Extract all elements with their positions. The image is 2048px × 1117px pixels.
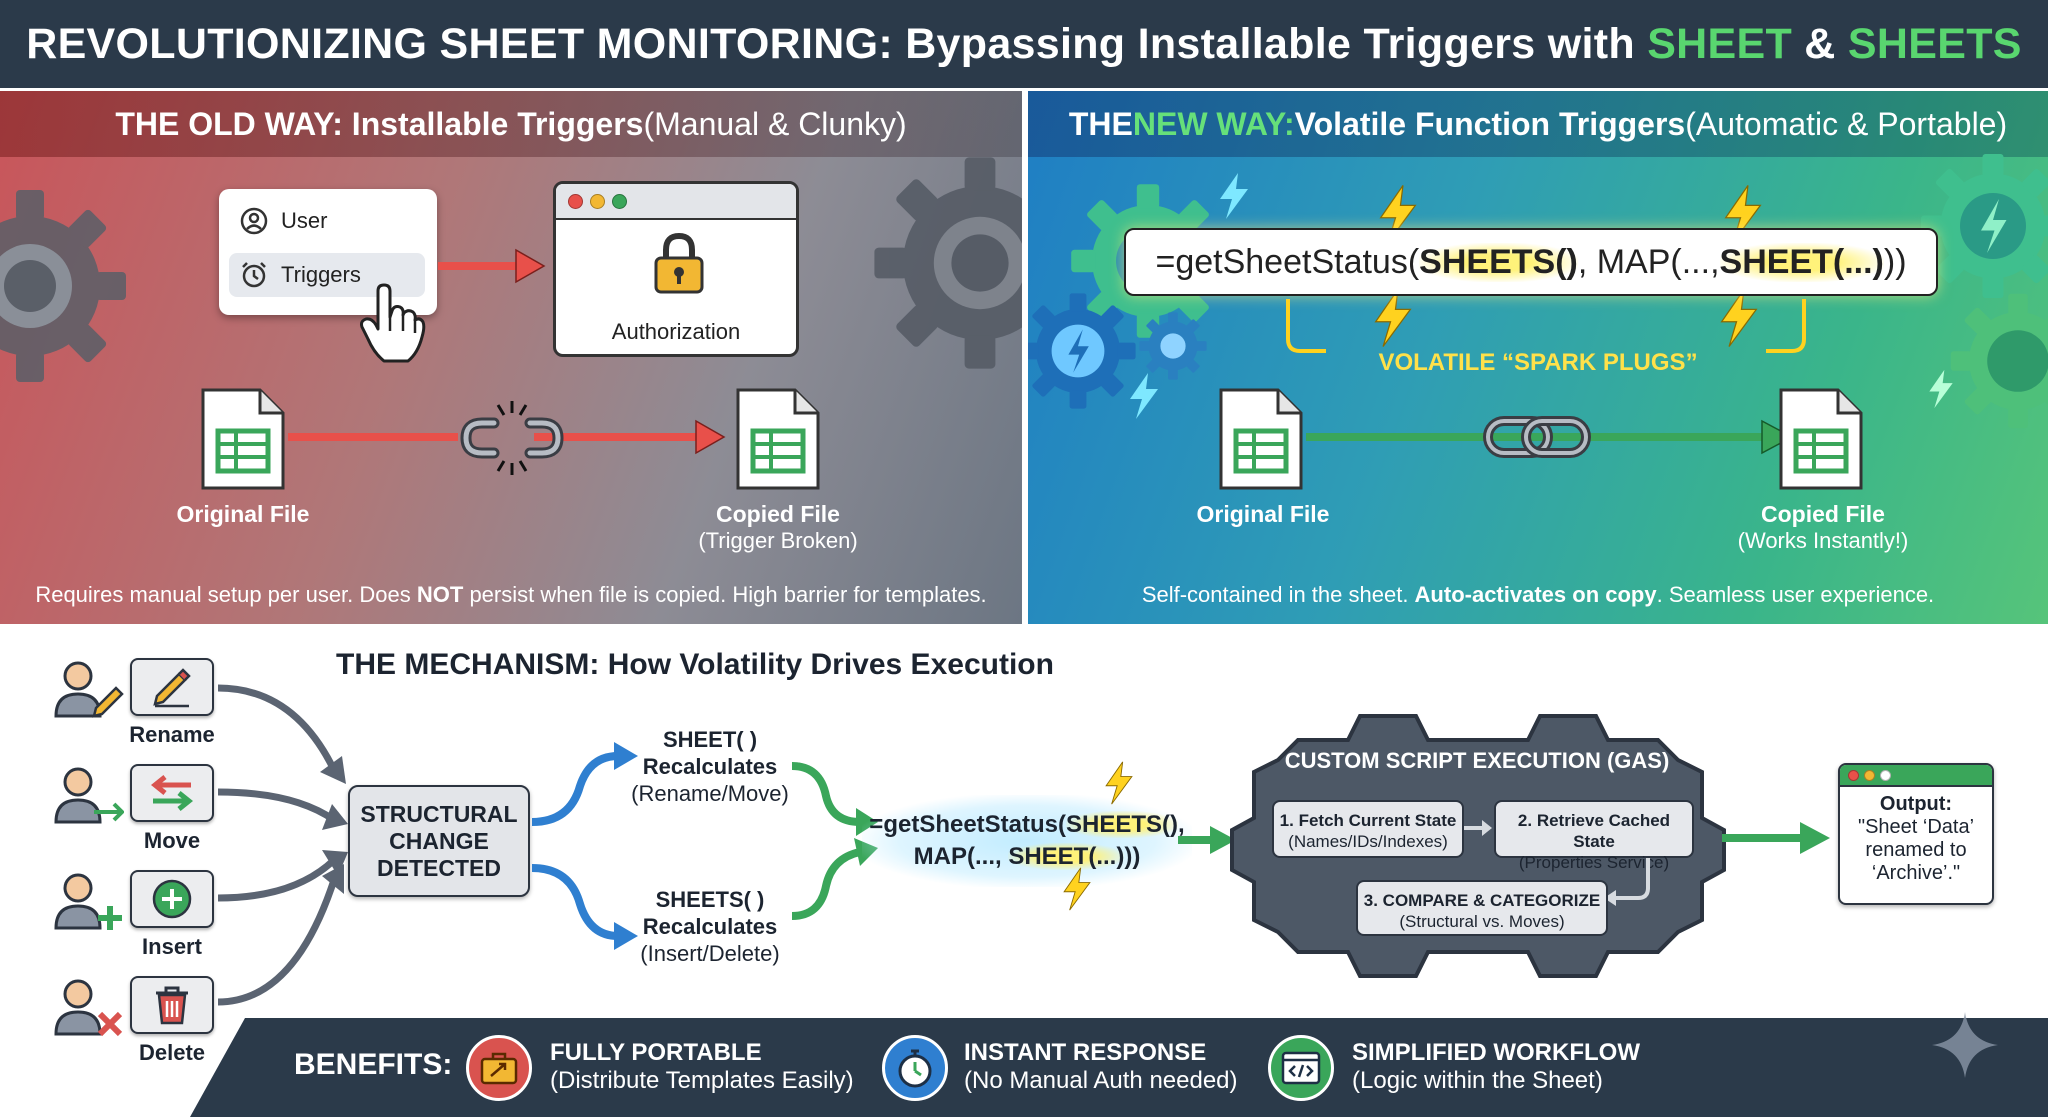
central-formula: =getSheetStatus(SHEETS(), MAP(..., SHEET… bbox=[862, 795, 1192, 887]
sparkle-icon bbox=[1932, 1012, 1998, 1078]
sheets-recalc-text: SHEETS( )Recalculates(Insert/Delete) bbox=[640, 887, 780, 966]
move-action bbox=[130, 764, 214, 822]
menu-item-label: User bbox=[281, 208, 328, 233]
new-way-heading: THE NEW WAY: Volatile Function Triggers … bbox=[1028, 91, 2048, 157]
gear-icon bbox=[1921, 154, 2048, 298]
top-banner: REVOLUTIONIZING SHEET MONITORING: Bypass… bbox=[0, 0, 2048, 88]
new-way-panel: THE NEW WAY: Volatile Function Triggers … bbox=[1028, 91, 2048, 624]
sheet-recalc-text: SHEET( )Recalculates(Rename/Move) bbox=[631, 727, 789, 806]
gear-icon bbox=[0, 190, 126, 382]
user-move-icon bbox=[54, 767, 124, 824]
window-titlebar bbox=[1840, 765, 1992, 787]
chain-icon bbox=[1483, 416, 1591, 458]
menu-item-triggers[interactable]: Triggers bbox=[229, 253, 425, 297]
delete-action bbox=[130, 976, 214, 1034]
user-remove-icon bbox=[54, 979, 123, 1037]
sheet-function: SHEET(...) bbox=[1719, 242, 1884, 282]
lightning-icon bbox=[1720, 289, 1758, 347]
benefits-label: BENEFITS: bbox=[294, 1048, 453, 1081]
sheet-highlight: SHEET bbox=[1647, 19, 1793, 68]
gear-icon bbox=[1139, 312, 1207, 380]
menu-item-user[interactable]: User bbox=[229, 199, 425, 243]
step-compare-categorize: 3. COMPARE & CATEGORIZE(Structural vs. M… bbox=[1356, 880, 1608, 936]
authorization-window: Authorization bbox=[553, 181, 799, 357]
step-retrieve-cached: 2. Retrieve Cached State(Properties Serv… bbox=[1494, 800, 1694, 872]
original-file-label: Original File bbox=[1196, 501, 1330, 527]
sheets-file-icon bbox=[1219, 388, 1303, 490]
arrow-grey bbox=[1604, 858, 1650, 906]
sheets-file-icon bbox=[736, 388, 820, 490]
gear-icon bbox=[1950, 293, 2048, 429]
benefit-portable: FULLY PORTABLE(Distribute Templates Easi… bbox=[550, 1039, 854, 1094]
lightning-icon bbox=[1063, 867, 1091, 911]
benefit-simplified: SIMPLIFIED WORKFLOW(Logic within the She… bbox=[1352, 1039, 1640, 1094]
menu-item-label: Triggers bbox=[281, 262, 361, 287]
window-titlebar bbox=[556, 184, 796, 220]
output-window: Output: "Sheet ‘Data’ renamed to ‘Archiv… bbox=[1838, 763, 1994, 905]
gear-icon bbox=[1028, 293, 1136, 409]
pencil-icon bbox=[153, 668, 191, 708]
plus-circle-icon bbox=[152, 879, 192, 919]
flow-arrows-grey bbox=[217, 684, 348, 1006]
menu-card: User Triggers bbox=[219, 189, 437, 315]
sheets-file-icon bbox=[201, 388, 285, 490]
lightning-icon bbox=[1374, 289, 1412, 347]
authorization-label: Authorization bbox=[611, 319, 741, 344]
structural-change-box: STRUCTURAL CHANGE DETECTED bbox=[348, 785, 530, 897]
alarm-clock-icon bbox=[242, 262, 266, 288]
old-way-panel: THE OLD WAY: Installable Triggers (Manua… bbox=[0, 91, 1022, 624]
swap-arrows-icon bbox=[150, 775, 194, 811]
arrow-green bbox=[1178, 826, 1236, 854]
lightning-icon bbox=[1220, 173, 1248, 219]
code-window-icon bbox=[1268, 1035, 1334, 1101]
user-icon bbox=[240, 207, 268, 235]
original-file-label: Original File bbox=[176, 501, 310, 527]
broken-chain-icon bbox=[460, 401, 564, 475]
lightning-icon bbox=[1130, 373, 1158, 419]
step-fetch-current: 1. Fetch Current State(Names/IDs/Indexes… bbox=[1272, 800, 1464, 858]
gear-icon bbox=[874, 157, 1022, 369]
briefcase-icon bbox=[466, 1035, 532, 1101]
user-edit-icon bbox=[54, 661, 124, 718]
gas-title: CUSTOM SCRIPT EXECUTION (GAS) bbox=[1284, 748, 1670, 773]
stopwatch-icon bbox=[882, 1035, 948, 1101]
output-text: Output: "Sheet ‘Data’ renamed to ‘Archiv… bbox=[1857, 793, 1975, 884]
sheets-file-icon bbox=[1779, 388, 1863, 490]
page-title: REVOLUTIONIZING SHEET MONITORING: Bypass… bbox=[26, 19, 2022, 68]
rename-action bbox=[130, 658, 214, 716]
arrow-green bbox=[1306, 419, 1794, 455]
user-add-icon bbox=[54, 873, 122, 930]
old-way-footer: Requires manual setup per user. Does NOT… bbox=[35, 582, 987, 607]
sheets-function: SHEETS() bbox=[1066, 811, 1179, 838]
lightning-icon bbox=[1105, 761, 1133, 805]
sheet-function: SHEET(...) bbox=[1008, 843, 1125, 870]
rename-label: Rename bbox=[129, 722, 215, 747]
insert-label: Insert bbox=[142, 934, 202, 959]
lock-icon bbox=[654, 232, 704, 294]
copied-file-label: Copied File (Trigger Broken) bbox=[698, 501, 858, 553]
formula-display: =getSheetStatus(SHEETS(), MAP(..., SHEET… bbox=[1124, 228, 1938, 296]
old-way-heading: THE OLD WAY: Installable Triggers (Manua… bbox=[0, 91, 1022, 157]
benefit-instant: INSTANT RESPONSE(No Manual Auth needed) bbox=[964, 1039, 1238, 1094]
delete-label: Delete bbox=[138, 1040, 206, 1065]
arrow-grey bbox=[1464, 820, 1492, 836]
insert-action bbox=[130, 870, 214, 928]
hand-cursor-icon bbox=[360, 283, 426, 363]
spark-bracket bbox=[1286, 299, 1806, 353]
arrow-green bbox=[1722, 822, 1830, 854]
spark-plugs-label: VOLATILE “SPARK PLUGS” bbox=[1378, 349, 1698, 376]
sheets-function: SHEETS() bbox=[1419, 242, 1578, 282]
new-way-footer: Self-contained in the sheet. Auto-activa… bbox=[1141, 582, 1935, 607]
flow-arrows-blue bbox=[531, 742, 638, 950]
arrow-red bbox=[438, 248, 546, 284]
sheets-highlight: SHEETS bbox=[1847, 19, 2022, 68]
lightning-icon bbox=[1929, 369, 1953, 409]
move-label: Move bbox=[143, 828, 201, 853]
trash-icon bbox=[156, 986, 188, 1025]
mechanism-title: THE MECHANISM: How Volatility Drives Exe… bbox=[336, 648, 1054, 681]
copied-file-label: Copied File (Works Instantly!) bbox=[1737, 501, 1909, 553]
